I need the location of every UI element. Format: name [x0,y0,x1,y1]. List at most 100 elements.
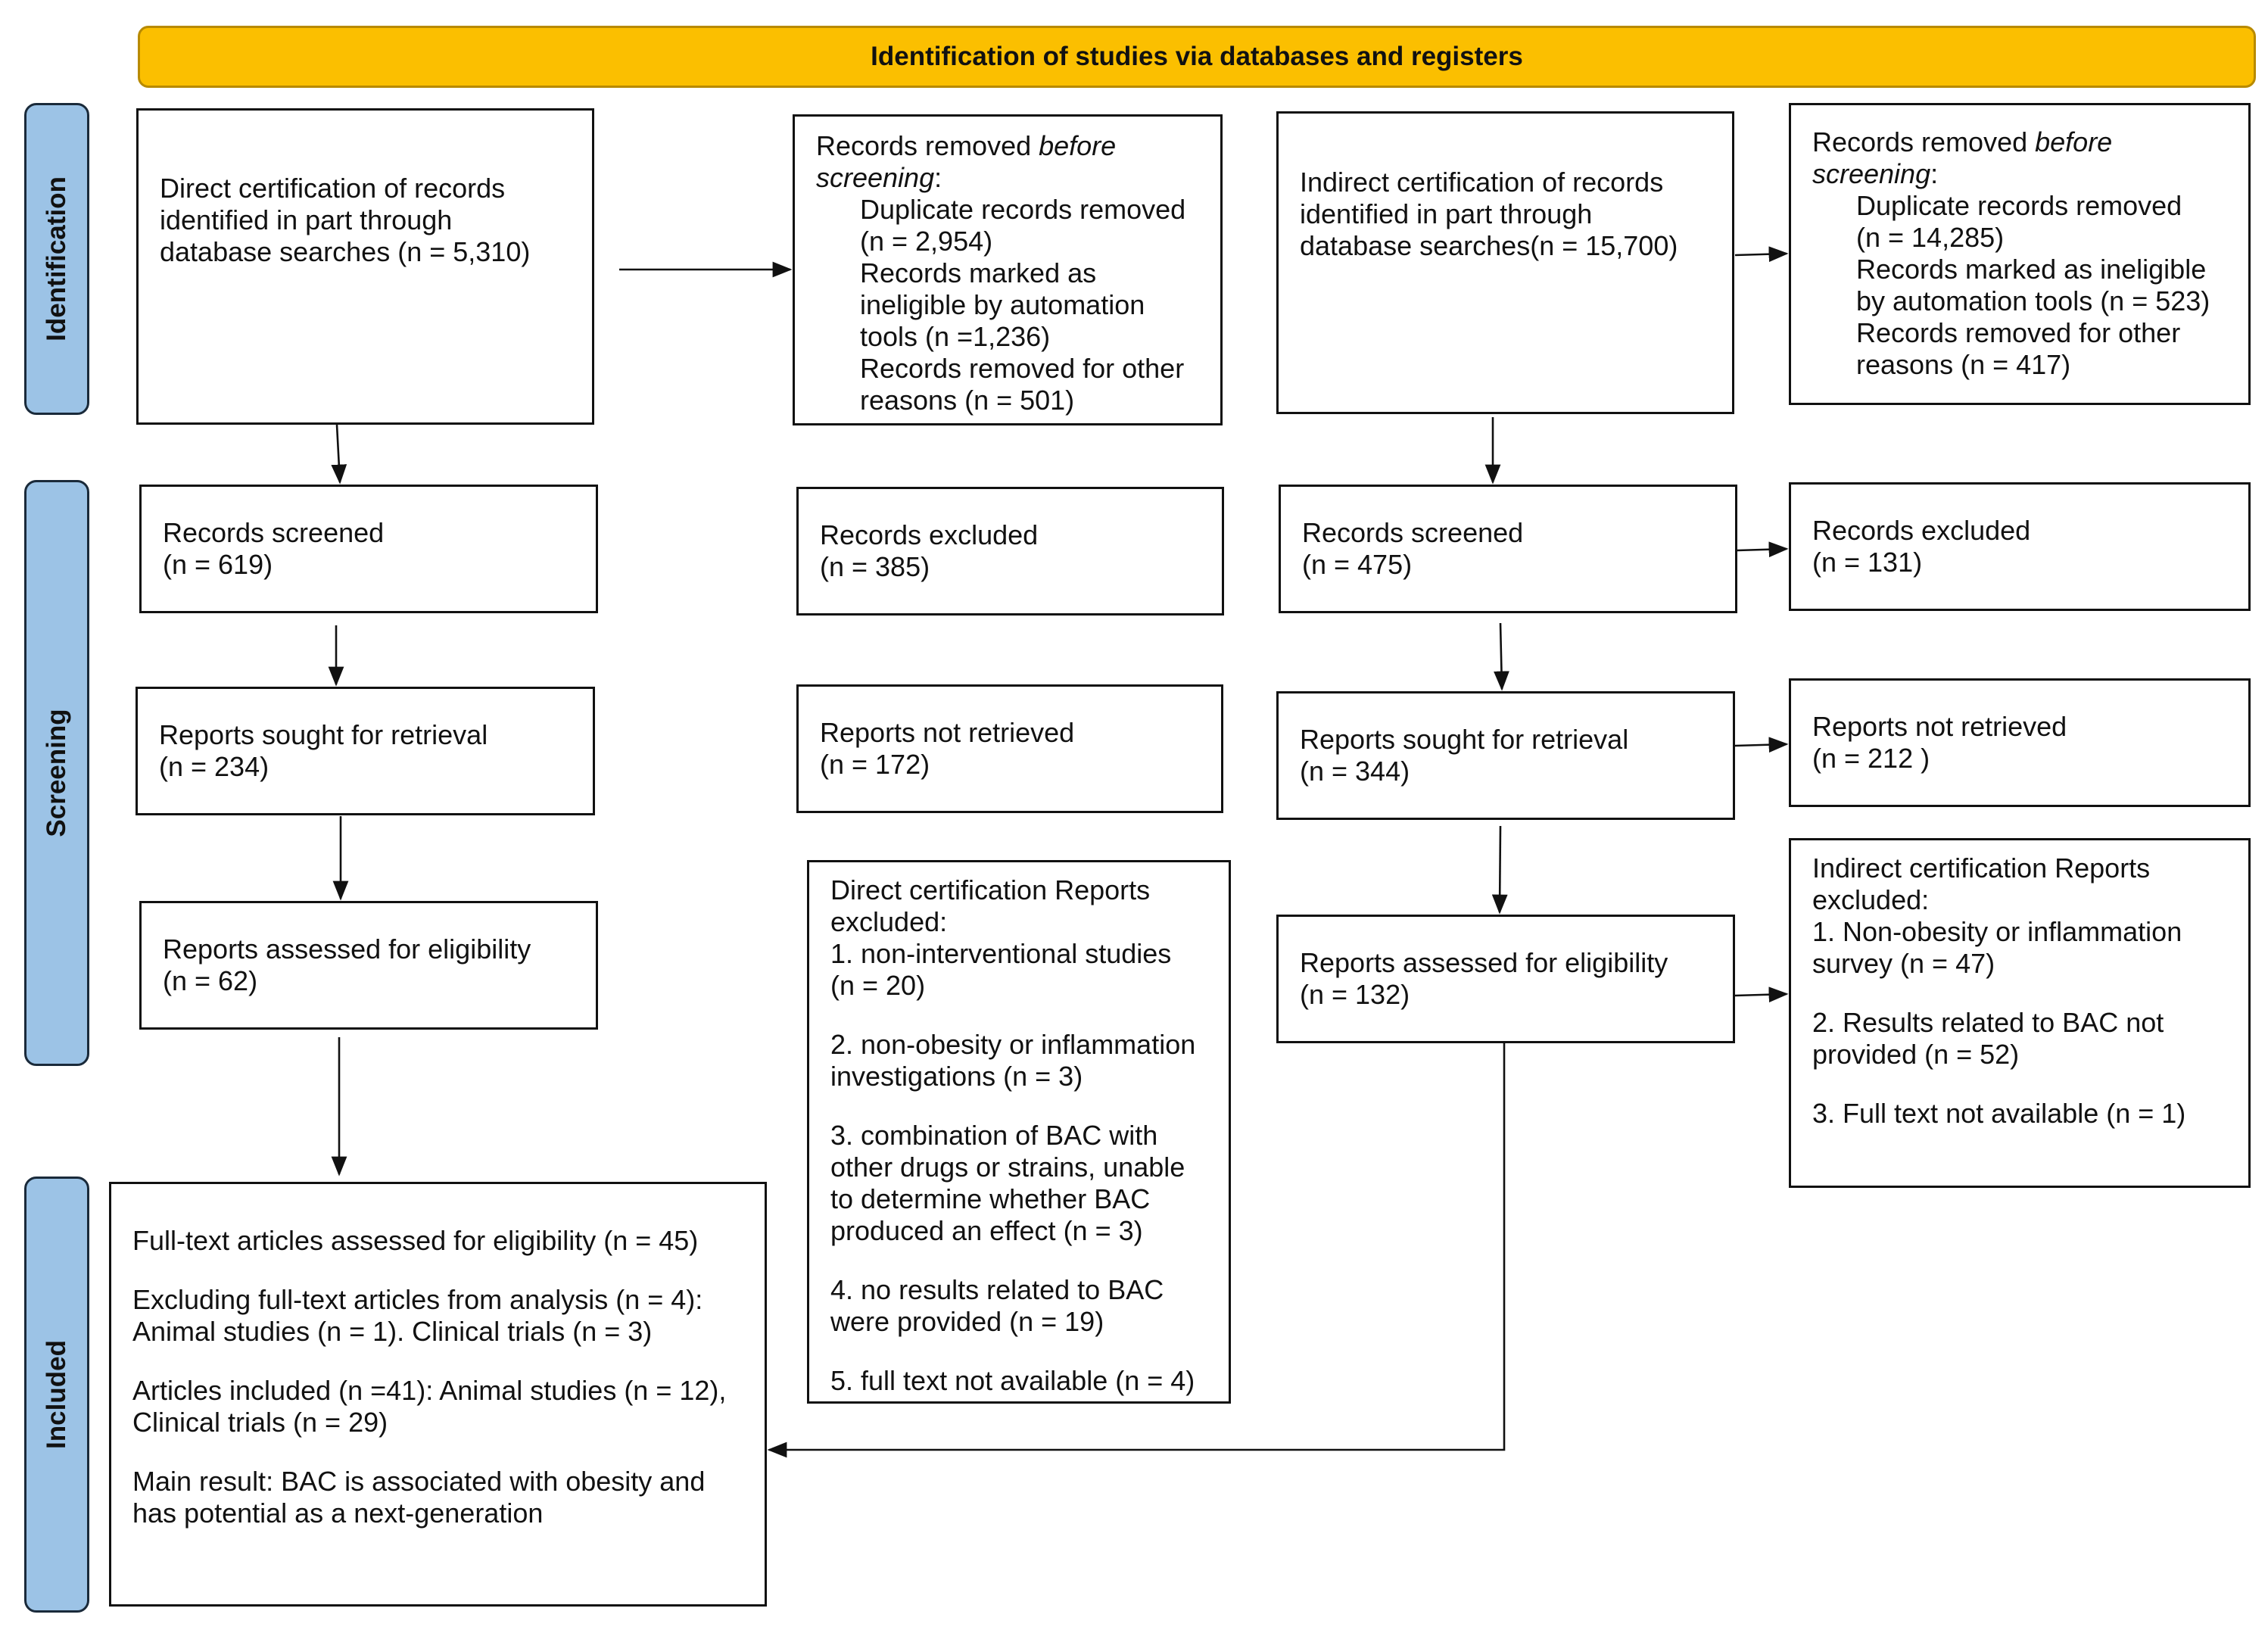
header-title: Identification of studies via databases … [871,42,1523,71]
text-line: Reports assessed for eligibility [163,933,531,965]
text-line: reasons (n = 417) [1856,349,2071,380]
indirect-records-excluded-box: Records excluded (n = 131) [1789,482,2251,611]
text-line: Articles included (n =41): Animal studie… [132,1375,727,1406]
text-line: provided (n = 52) [1812,1039,2020,1070]
indirect-reports-assessed-box: Reports assessed for eligibility (n = 13… [1276,915,1735,1043]
text-line: (n = 2,954) [860,226,993,257]
text-line: investigations (n = 3) [830,1061,1083,1092]
text-line: Records screened [1302,517,1524,548]
text-line: Direct certification of records [160,173,506,204]
text-line: produced an effect (n = 3) [830,1215,1143,1246]
text-line: Indirect certification Reports [1812,852,2151,884]
heading-emphasis: screening [1812,158,1931,189]
text-line: identified in part through [160,204,453,235]
text-line: (n = 234) [159,751,269,782]
removed-heading: Records removed before [1812,126,2227,158]
text-line: Records removed for other [860,353,1185,384]
text-line: (n = 475) [1302,549,1413,580]
text-line: Full-text articles assessed for eligibil… [132,1225,699,1256]
text-line: identified in part through [1300,198,1593,229]
text-line: 5. full text not available (n = 4) [830,1365,1195,1396]
text-line: 1. Non-obesity or inflammation [1812,916,2182,947]
arrow-indirect-assessed-to-included [767,1043,1506,1458]
heading-emphasis: before [1039,130,1117,161]
text-line: survey (n = 47) [1812,948,1995,979]
text-line: excluded: [1812,884,1930,915]
text-line: Records excluded [1812,515,2031,546]
text-line: 2. non-obesity or inflammation [830,1029,1196,1060]
text-line: (n = 172) [820,749,930,780]
arrow-direct-identified-to-screened [331,424,347,485]
removed-heading-cont: screening: [816,162,1199,194]
removed-heading: Records removed before [816,130,1199,162]
text-line: Excluding full-text articles from analys… [132,1284,703,1315]
heading-emphasis: screening [816,162,935,193]
text-line: Records screened [163,517,385,548]
text-line: (n = 62) [163,965,258,996]
text-line: Duplicate records removed [1856,190,2182,221]
text-line: Records excluded [820,519,1039,550]
text-line: to determine whether BAC [830,1183,1151,1214]
arrow-indirect-identified-to-removed [1734,246,1789,263]
direct-records-screened-box: Records screened (n = 619) [139,485,598,613]
text-line: Reports sought for retrieval [1300,724,1629,755]
text-line: Reports assessed for eligibility [1300,947,1668,978]
text-line: Records removed for other [1856,317,2181,348]
direct-reports-assessed-box: Reports assessed for eligibility (n = 62… [139,901,598,1030]
stage-included: Included [24,1177,89,1613]
direct-reports-excluded-box: Direct certification Reports excluded: 1… [807,860,1231,1404]
text-line: (n = 132) [1300,979,1410,1010]
text-line: (n = 14,285) [1856,222,2005,253]
text-line: 3. combination of BAC with [830,1120,1158,1151]
text-line: Reports not retrieved [820,717,1075,748]
stage-screening: Screening [24,480,89,1066]
direct-reports-not-retrieved-box: Reports not retrieved (n = 172) [796,684,1223,813]
direct-records-excluded-box: Records excluded (n = 385) [796,487,1224,616]
text-line: other drugs or strains, unable [830,1152,1185,1183]
text-line: (n = 212 ) [1812,743,1930,774]
text-line: Indirect certification of records [1300,167,1664,198]
text-line: 2. Results related to BAC not [1812,1007,2164,1038]
heading-text: Records removed [816,130,1039,161]
text-line: has potential as a next-generation [132,1498,544,1529]
text-line: Clinical trials (n = 29) [132,1407,388,1438]
identification-header: Identification of studies via databases … [138,26,2256,88]
removed-heading-cont: screening: [1812,158,2227,190]
arrow-indirect-screened-to-excluded [1737,541,1789,558]
text-line: Reports sought for retrieval [159,719,488,750]
text-line: (n = 619) [163,549,273,580]
text-line: database searches(n = 15,700) [1300,230,1678,261]
included-summary-box: Full-text articles assessed for eligibil… [109,1182,767,1607]
direct-records-removed-box: Records removed before screening: Duplic… [793,114,1223,425]
text-line: (n = 385) [820,551,930,582]
direct-reports-sought-box: Reports sought for retrieval (n = 234) [136,687,595,815]
stage-identification: Identification [24,103,89,415]
heading-text: Records removed [1812,126,2036,157]
text-line: excluded: [830,906,948,937]
heading-text: : [934,162,942,193]
text-line: by automation tools (n = 523) [1856,285,2210,316]
text-line: Records marked as ineligible [1856,254,2207,285]
indirect-reports-excluded-box: Indirect certification Reports excluded:… [1789,838,2251,1188]
heading-emphasis: before [2035,126,2113,157]
direct-records-identified-box: Direct certification of records identifi… [136,108,594,425]
text-line: Main result: BAC is associated with obes… [132,1466,706,1497]
text-line: Records marked as [860,257,1097,288]
text-line: were provided (n = 19) [830,1306,1104,1337]
heading-text: : [1930,158,1939,189]
indirect-reports-not-retrieved-box: Reports not retrieved (n = 212 ) [1789,678,2251,807]
text-line: Duplicate records removed [860,194,1186,225]
indirect-reports-sought-box: Reports sought for retrieval (n = 344) [1276,691,1735,820]
text-line: Animal studies (n = 1). Clinical trials … [132,1316,653,1347]
text-line: (n = 131) [1812,547,1923,578]
text-line: reasons (n = 501) [860,385,1075,416]
text-line: database searches (n = 5,310) [160,236,531,267]
text-line: 1. non-interventional studies [830,938,1172,969]
text-line: (n = 344) [1300,756,1410,787]
text-line: ineligible by automation [860,289,1145,320]
indirect-records-screened-box: Records screened (n = 475) [1279,485,1737,613]
arrow-indirect-sought-to-not-retrieved [1734,737,1789,753]
text-line: (n = 20) [830,970,926,1001]
indirect-records-removed-box: Records removed before screening: Duplic… [1789,103,2251,405]
